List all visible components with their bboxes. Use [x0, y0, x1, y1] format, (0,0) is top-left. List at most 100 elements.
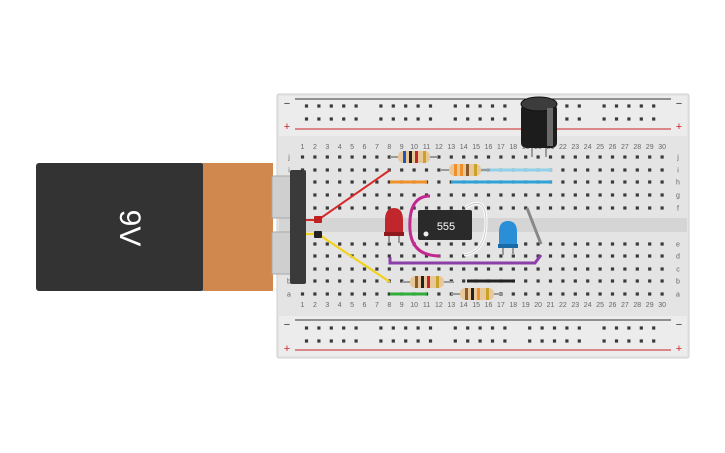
- rail-hole[interactable]: [304, 339, 309, 343]
- rail-hole[interactable]: [614, 104, 619, 108]
- hole[interactable]: [573, 292, 577, 296]
- hole[interactable]: [437, 168, 441, 172]
- rail-hole[interactable]: [627, 326, 631, 330]
- hole[interactable]: [561, 242, 565, 246]
- hole[interactable]: [400, 279, 404, 283]
- hole[interactable]: [610, 267, 615, 271]
- hole[interactable]: [474, 193, 478, 197]
- hole[interactable]: [648, 193, 652, 197]
- hole[interactable]: [573, 180, 577, 184]
- hole[interactable]: [623, 292, 627, 296]
- hole[interactable]: [387, 193, 391, 197]
- hole[interactable]: [325, 254, 329, 258]
- hole[interactable]: [536, 279, 540, 283]
- electrolytic-capacitor[interactable]: [520, 96, 558, 157]
- rail-hole[interactable]: [466, 339, 470, 343]
- hole[interactable]: [400, 193, 404, 197]
- hole[interactable]: [561, 206, 565, 210]
- rail-hole[interactable]: [540, 339, 544, 343]
- rail-hole[interactable]: [379, 326, 383, 330]
- hole[interactable]: [548, 206, 553, 210]
- rail-hole[interactable]: [354, 326, 358, 330]
- hole[interactable]: [548, 292, 553, 296]
- hole[interactable]: [586, 267, 590, 271]
- hole[interactable]: [462, 267, 466, 271]
- hole[interactable]: [586, 206, 590, 210]
- hole[interactable]: [499, 193, 503, 197]
- hole[interactable]: [313, 279, 317, 283]
- rail-hole[interactable]: [565, 117, 569, 121]
- rail-hole[interactable]: [614, 117, 619, 121]
- hole[interactable]: [660, 242, 664, 246]
- battery-9v[interactable]: 9V: [36, 163, 306, 291]
- rail-hole[interactable]: [503, 104, 507, 108]
- hole[interactable]: [313, 168, 317, 172]
- hole[interactable]: [635, 180, 639, 184]
- rail-hole[interactable]: [577, 326, 581, 330]
- hole[interactable]: [462, 279, 466, 283]
- hole[interactable]: [536, 206, 540, 210]
- hole[interactable]: [437, 206, 441, 210]
- hole[interactable]: [474, 206, 478, 210]
- hole[interactable]: [660, 193, 664, 197]
- hole[interactable]: [598, 168, 602, 172]
- hole[interactable]: [338, 206, 342, 210]
- hole[interactable]: [375, 279, 379, 283]
- rail-hole[interactable]: [453, 117, 457, 121]
- hole[interactable]: [573, 254, 577, 258]
- rail-hole[interactable]: [614, 326, 619, 330]
- hole[interactable]: [486, 242, 491, 246]
- hole[interactable]: [598, 242, 602, 246]
- hole[interactable]: [437, 292, 441, 296]
- hole[interactable]: [362, 180, 367, 184]
- hole[interactable]: [610, 254, 615, 258]
- magenta-jumper-wire[interactable]: [408, 194, 441, 258]
- rail-hole[interactable]: [342, 117, 346, 121]
- hole[interactable]: [573, 168, 577, 172]
- hole[interactable]: [548, 279, 553, 283]
- rail-hole[interactable]: [577, 117, 581, 121]
- hole[interactable]: [387, 292, 391, 296]
- rail-hole[interactable]: [404, 326, 408, 330]
- hole[interactable]: [437, 180, 441, 184]
- hole[interactable]: [400, 267, 404, 271]
- hole[interactable]: [635, 242, 639, 246]
- resistor-r1[interactable]: [390, 151, 438, 163]
- hole[interactable]: [338, 279, 342, 283]
- hole[interactable]: [474, 267, 478, 271]
- rail-hole[interactable]: [602, 104, 606, 108]
- hole[interactable]: [313, 193, 317, 197]
- hole[interactable]: [561, 267, 565, 271]
- hole[interactable]: [350, 267, 354, 271]
- rail-hole[interactable]: [503, 117, 507, 121]
- rail-hole[interactable]: [466, 117, 470, 121]
- hole[interactable]: [350, 242, 354, 246]
- rail-hole[interactable]: [639, 339, 643, 343]
- hole[interactable]: [635, 168, 639, 172]
- hole[interactable]: [598, 254, 602, 258]
- hole[interactable]: [412, 254, 416, 258]
- hole[interactable]: [313, 180, 317, 184]
- hole[interactable]: [449, 206, 453, 210]
- hole[interactable]: [350, 206, 354, 210]
- hole[interactable]: [635, 193, 639, 197]
- rail-hole[interactable]: [652, 326, 656, 330]
- rail-hole[interactable]: [317, 339, 321, 343]
- hole[interactable]: [648, 267, 652, 271]
- hole[interactable]: [561, 155, 565, 159]
- hole[interactable]: [511, 254, 515, 258]
- rail-hole[interactable]: [354, 104, 358, 108]
- hole[interactable]: [474, 254, 478, 258]
- resistor-r3[interactable]: [402, 276, 454, 288]
- hole[interactable]: [387, 155, 391, 159]
- rail-hole[interactable]: [602, 326, 606, 330]
- hole[interactable]: [635, 279, 639, 283]
- rail-hole[interactable]: [652, 117, 656, 121]
- hole[interactable]: [375, 155, 379, 159]
- hole[interactable]: [561, 292, 565, 296]
- hole[interactable]: [462, 155, 466, 159]
- rail-hole[interactable]: [639, 326, 643, 330]
- hole[interactable]: [412, 168, 416, 172]
- rail-hole[interactable]: [503, 339, 507, 343]
- hole[interactable]: [387, 254, 391, 258]
